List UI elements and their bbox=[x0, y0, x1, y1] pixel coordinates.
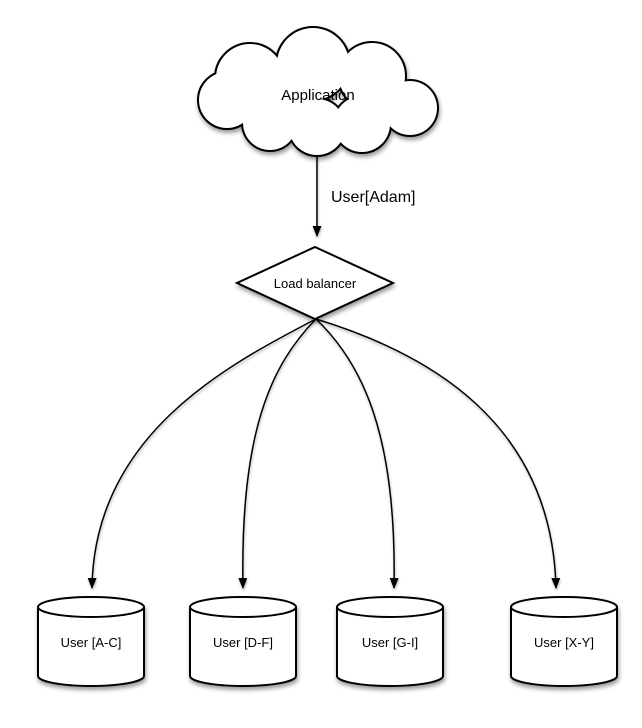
node-shard-xy bbox=[510, 596, 618, 687]
cloud-fill bbox=[199, 28, 437, 155]
edge-load-balancer-to-shard-df bbox=[238, 318, 317, 589]
cylinder-body bbox=[336, 607, 444, 687]
edge-load-balancer-to-shard-ac bbox=[87, 318, 317, 589]
cylinder-body bbox=[37, 607, 145, 687]
node-shard-gi bbox=[336, 596, 444, 687]
load-balancer-label: Load balancer bbox=[274, 276, 357, 291]
cylinder-top bbox=[37, 596, 145, 618]
application-label: Application bbox=[281, 87, 354, 104]
shard-xy-label: User [X-Y] bbox=[534, 635, 594, 650]
node-shard-df bbox=[189, 596, 297, 687]
edge-load-balancer-to-shard-gi bbox=[315, 318, 399, 589]
shard-ac-label: User [A-C] bbox=[61, 635, 122, 650]
edge-load-balancer-to-shard-xy bbox=[315, 318, 561, 589]
shard-df-label: User [D-F] bbox=[213, 635, 273, 650]
shard-gi-label: User [G-I] bbox=[362, 635, 418, 650]
cylinder-body bbox=[189, 607, 297, 687]
cylinder-top bbox=[510, 596, 618, 618]
diamond-shape bbox=[234, 245, 396, 321]
cylinder-top bbox=[189, 596, 297, 618]
edges-layer bbox=[87, 150, 561, 589]
cylinder-body bbox=[510, 607, 618, 687]
node-application bbox=[197, 26, 439, 157]
edge-user-adam-label: User[Adam] bbox=[331, 189, 415, 206]
cylinder-top bbox=[336, 596, 444, 618]
node-load-balancer bbox=[234, 245, 396, 321]
node-shard-ac bbox=[37, 596, 145, 687]
